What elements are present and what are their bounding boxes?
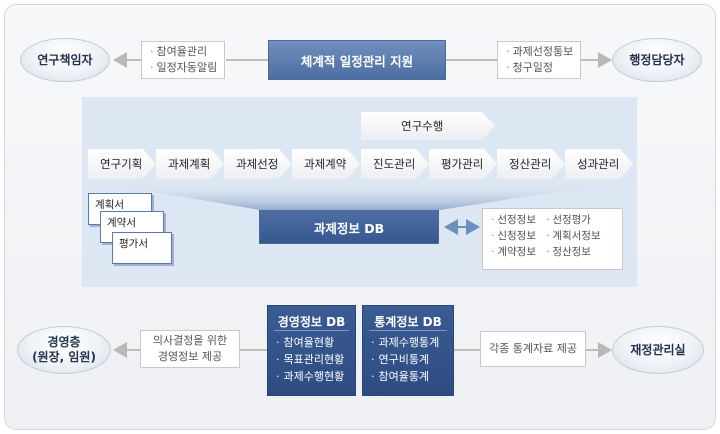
db-info-item: 계약정보 <box>491 244 536 260</box>
document-label: 계약서 <box>107 217 136 229</box>
executives-sub-label: (원장, 임원) <box>32 350 96 364</box>
process-step-label: 정산관리 <box>509 157 552 171</box>
process-step-label: 진도관리 <box>373 157 416 171</box>
db-info-item: 계획서정보 <box>546 228 600 244</box>
executives-label: 경영층 <box>47 335 81 349</box>
executives-oval: 경영층 (원장, 임원) <box>17 326 111 374</box>
management-db-item: 목표관리현황 <box>268 351 355 368</box>
admin-oval: 행정담당자 <box>612 38 702 82</box>
process-step: 과제계약 <box>292 149 360 179</box>
db-info-item: 선정정보 <box>491 212 536 228</box>
admin-support-box: 과제선정통보 청구일정 <box>497 41 581 79</box>
process-step: 과제선정 <box>224 149 292 179</box>
statistics-db-item: 참여율통계 <box>363 368 453 385</box>
statistics-db-box: 통계정보 DB 과제수행통계 연구비통계 참여율통계 <box>362 305 454 396</box>
support-item: 일정자동알림 <box>150 60 224 76</box>
management-db-item: 참여율현황 <box>268 334 355 351</box>
finance-office-label: 재정관리실 <box>630 342 686 357</box>
process-step-label: 과제계획 <box>168 157 211 171</box>
document-evaluation: 평가서 <box>112 232 172 264</box>
divider <box>369 330 447 331</box>
decision-info-line: 경영정보 제공 <box>157 350 223 363</box>
project-db-label: 과제정보 DB <box>313 220 385 236</box>
db-info-item: 선정평가 <box>546 212 601 228</box>
process-step: 정산관리 <box>497 149 565 179</box>
process-step-label: 평가관리 <box>441 157 484 171</box>
process-step: 평가관리 <box>429 149 497 179</box>
process-step-label: 과제계약 <box>304 157 347 171</box>
process-step-label: 연구기획 <box>100 157 143 171</box>
process-step-label: 성과관리 <box>577 157 620 171</box>
db-info-item: 신청정보 <box>491 228 536 244</box>
management-db-title: 경영정보 DB <box>277 315 346 329</box>
researcher-label: 연구책임자 <box>37 52 93 67</box>
schedule-support-bar: 체계적 일정관리 지원 <box>268 40 446 80</box>
management-db-box: 경영정보 DB 참여율현황 목표관리현황 과제수행현황 <box>267 305 356 396</box>
statistics-db-item: 과제수행통계 <box>363 334 453 351</box>
research-label: 연구수행 <box>401 119 444 133</box>
process-step-label: 과제선정 <box>236 157 279 171</box>
support-item: 과제선정통보 <box>506 44 580 60</box>
research-banner: 연구수행 <box>361 112 495 140</box>
statistics-provision-box: 각종 통계자료 제공 <box>480 331 586 367</box>
support-item: 청구일정 <box>506 60 580 76</box>
db-info-box: 선정정보 신청정보 계약정보 선정평가 계획서정보 정산정보 <box>482 208 623 270</box>
statistics-provision-label: 각종 통계자료 제공 <box>489 342 577 355</box>
admin-label: 행정담당자 <box>629 52 685 67</box>
decision-info-box: 의사결정을 위한 경영정보 제공 <box>140 330 240 368</box>
support-item: 참여율관리 <box>150 44 224 60</box>
finance-office-oval: 재정관리실 <box>612 326 704 374</box>
db-info-column: 선정평가 계획서정보 정산정보 <box>546 212 601 269</box>
project-db-bar: 과제정보 DB <box>259 210 439 244</box>
schedule-support-label: 체계적 일정관리 지원 <box>300 53 414 69</box>
statistics-db-item: 연구비통계 <box>363 351 453 368</box>
process-step: 진도관리 <box>361 149 429 179</box>
document-label: 평가서 <box>119 238 148 250</box>
document-label: 계획서 <box>95 199 124 211</box>
process-step: 연구기획 <box>88 149 156 179</box>
researcher-oval: 연구책임자 <box>20 38 110 82</box>
process-step: 성과관리 <box>565 149 633 179</box>
management-db-item: 과제수행현황 <box>268 368 355 385</box>
decision-info-line: 의사결정을 위한 <box>152 334 228 347</box>
statistics-db-title: 통계정보 DB <box>374 315 442 329</box>
process-step: 과제계획 <box>156 149 224 179</box>
db-info-item: 정산정보 <box>546 244 601 260</box>
db-info-column: 선정정보 신청정보 계약정보 <box>491 212 536 269</box>
researcher-support-box: 참여율관리 일정자동알림 <box>141 41 225 79</box>
divider <box>274 330 349 331</box>
